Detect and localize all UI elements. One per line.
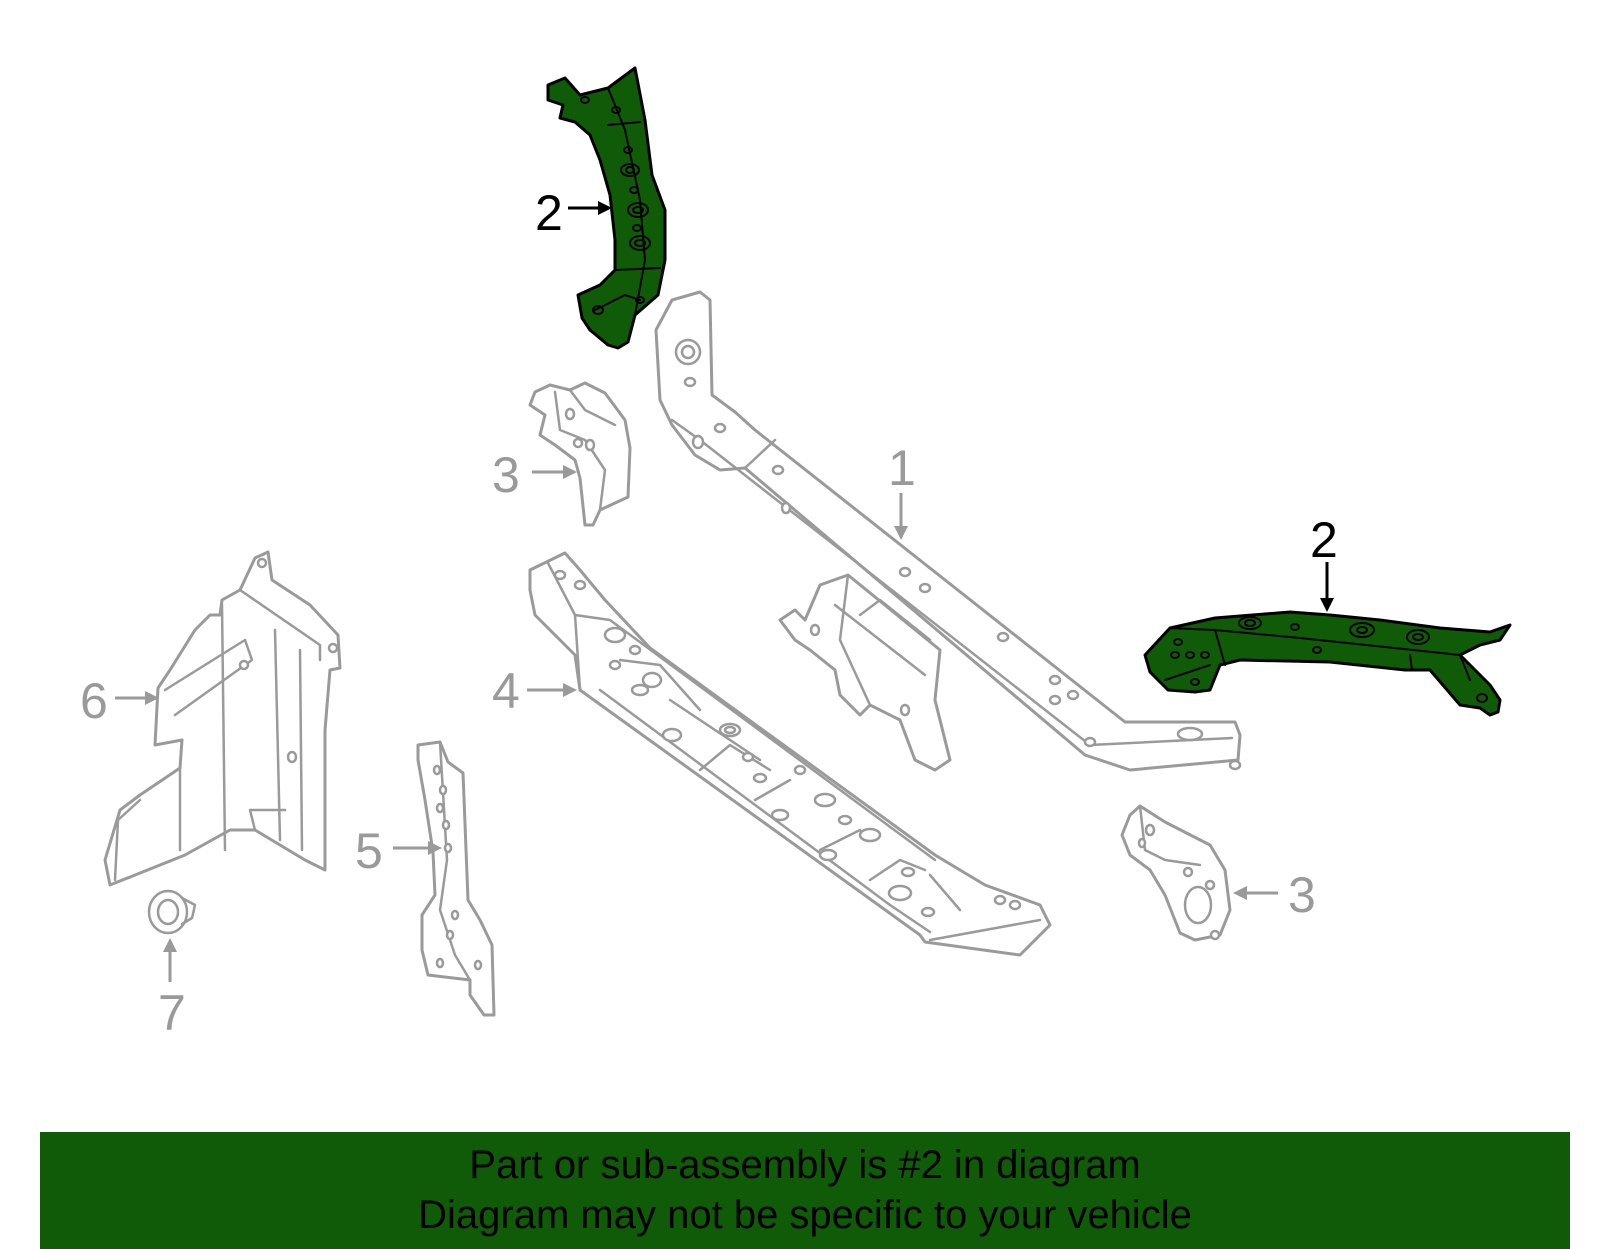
callout-2-right: 2: [1310, 512, 1338, 568]
part-7-clip: [147, 889, 197, 935]
callout-3-lower: 3: [1288, 867, 1316, 923]
part-4-lower-support: [528, 551, 1052, 957]
callout-3-upper: 3: [492, 447, 520, 503]
part-1-upper-tie-bar: [654, 290, 1242, 772]
info-banner: Part or sub-assembly is #2 in diagram Di…: [40, 1132, 1570, 1249]
banner-line-2: Diagram may not be specific to your vehi…: [418, 1193, 1192, 1237]
part-6-air-deflector: [103, 550, 342, 887]
banner-line-1: Part or sub-assembly is #2 in diagram: [469, 1143, 1141, 1187]
part-2-upper-bracket: [546, 66, 667, 350]
part-2-right-bracket: [1143, 610, 1512, 717]
part-5-vertical-support: [416, 740, 496, 1017]
parts-diagram: 2 2 1 3 3 4 5 6 7: [80, 66, 1512, 1041]
callout-leaders: [115, 201, 1334, 982]
callout-7: 7: [158, 985, 186, 1041]
callout-2-upper: 2: [535, 185, 563, 241]
part-3-upper-bracket: [528, 381, 632, 527]
callout-5: 5: [355, 823, 383, 879]
callout-6: 6: [80, 673, 108, 729]
callout-4: 4: [492, 663, 520, 719]
part-3-lower-bracket: [1120, 804, 1232, 942]
callout-1: 1: [888, 440, 916, 496]
